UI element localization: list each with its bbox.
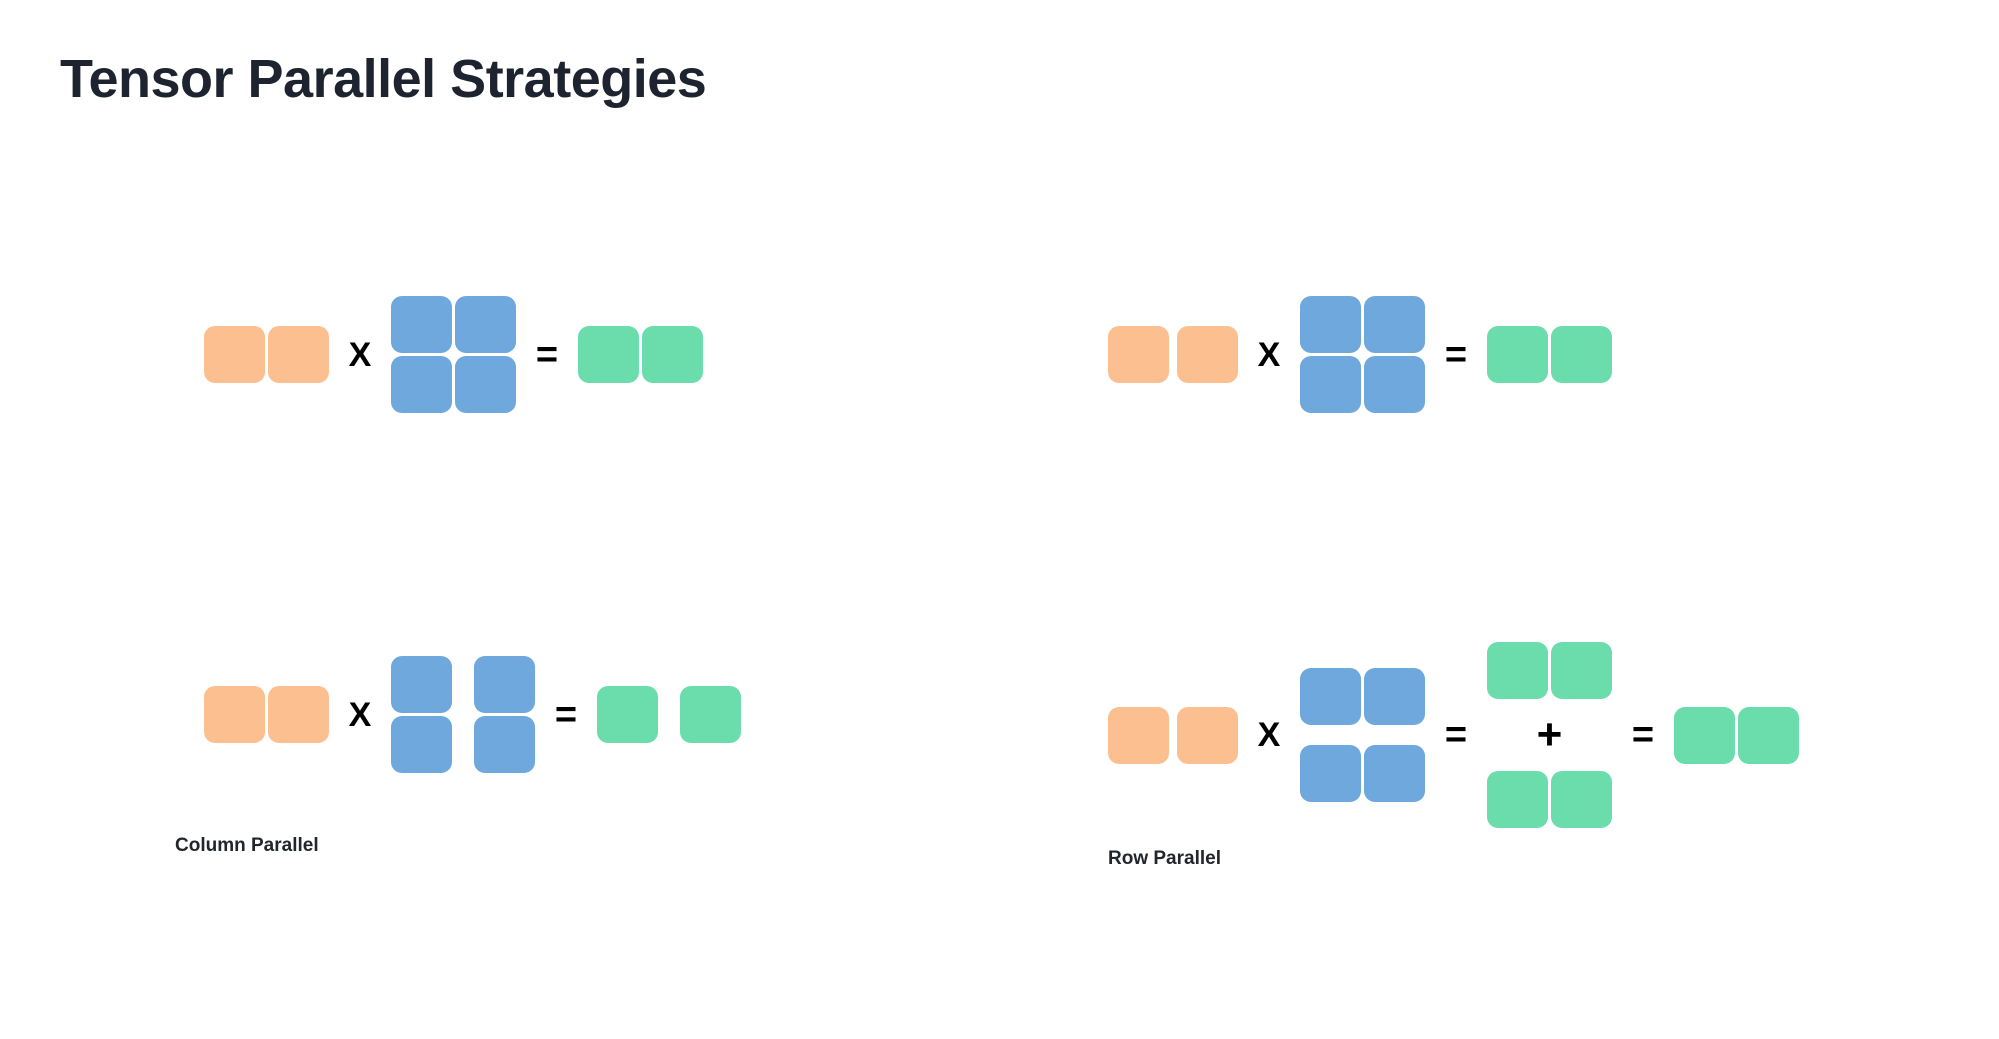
matrix-cell xyxy=(1364,356,1425,413)
matrix-row xyxy=(1300,668,1425,725)
matrix-row xyxy=(1300,296,1425,353)
matrix-row xyxy=(1108,706,1238,764)
matrix-cell xyxy=(1108,326,1169,383)
matrix-cell xyxy=(578,326,639,383)
matrix-weight-matrix xyxy=(391,296,516,413)
equals-operator: = xyxy=(1631,714,1655,756)
matrix-cell xyxy=(642,326,703,383)
matrix-cell xyxy=(204,326,265,383)
matrix-cell xyxy=(1551,642,1612,699)
matrix-row xyxy=(204,326,329,383)
matrix-cell xyxy=(1177,706,1238,764)
matrix-row xyxy=(1487,642,1612,699)
matrix-cell xyxy=(391,296,452,353)
matrix-row xyxy=(1300,745,1425,802)
equation-column-parallel-sharded: X = xyxy=(204,656,741,773)
matrix-cell xyxy=(391,356,452,413)
equation-row-parallel-full: X = xyxy=(1108,296,1612,413)
matrix-cell xyxy=(1300,668,1361,725)
matrix-cell xyxy=(1674,706,1735,764)
multiply-operator: X xyxy=(1257,335,1281,374)
panel-label-column-parallel: Column Parallel xyxy=(175,835,319,856)
matrix-weight-matrix-column-sharded xyxy=(391,656,535,773)
matrix-cell xyxy=(1487,326,1548,383)
equation-row-parallel-sharded: X = + xyxy=(1108,642,1799,828)
matrix-row xyxy=(597,686,741,743)
partial-output-sum: + xyxy=(1487,642,1612,828)
panel-label-row-parallel: Row Parallel xyxy=(1108,848,1221,869)
matrix-row xyxy=(1108,326,1238,383)
panel-row-parallel: X = X xyxy=(1000,0,1999,1039)
matrix-cell xyxy=(1364,668,1425,725)
matrix-row xyxy=(204,686,329,743)
matrix-output-activations xyxy=(1487,326,1612,383)
matrix-cell xyxy=(474,716,535,773)
matrix-cell xyxy=(1738,706,1799,764)
matrix-weight-matrix xyxy=(1300,296,1425,413)
matrix-cell xyxy=(474,656,535,713)
page-title: Tensor Parallel Strategies xyxy=(60,49,707,109)
matrix-cell xyxy=(1487,771,1548,828)
matrix-input-activations xyxy=(204,326,329,383)
matrix-cell xyxy=(268,326,329,383)
matrix-row xyxy=(391,356,516,413)
panel-column-parallel: X = X xyxy=(175,296,741,856)
matrix-partial-output-shard-0 xyxy=(1487,642,1612,699)
multiply-operator: X xyxy=(348,335,372,374)
matrix-cell xyxy=(1300,356,1361,413)
matrix-cell xyxy=(391,656,452,713)
matrix-input-activations xyxy=(204,686,329,743)
equals-operator: = xyxy=(554,693,578,736)
matrix-row xyxy=(1300,356,1425,413)
matrix-row xyxy=(391,296,516,353)
matrix-row xyxy=(1674,706,1799,764)
matrix-cell xyxy=(391,716,452,773)
plus-operator: + xyxy=(1536,710,1563,759)
matrix-partial-output-shard-1 xyxy=(1487,771,1612,828)
matrix-input-activations xyxy=(1108,706,1238,764)
equals-operator: = xyxy=(1444,714,1468,756)
matrix-cell xyxy=(1487,642,1548,699)
matrix-row xyxy=(1487,326,1612,383)
matrix-cell xyxy=(455,296,516,353)
matrix-row xyxy=(391,656,535,713)
matrix-row xyxy=(578,326,703,383)
matrix-cell xyxy=(680,686,741,743)
matrix-cell xyxy=(1300,296,1361,353)
matrix-cell xyxy=(1177,326,1238,383)
matrix-cell xyxy=(268,686,329,743)
matrix-weight-matrix-row-sharded xyxy=(1300,668,1425,802)
matrix-output-activations-reduced xyxy=(1674,706,1799,764)
equals-operator: = xyxy=(1444,333,1468,376)
matrix-input-activations xyxy=(1108,326,1238,383)
equation-column-parallel-full: X = xyxy=(204,296,703,413)
equals-operator: = xyxy=(535,333,559,376)
matrix-row xyxy=(1487,771,1612,828)
matrix-cell xyxy=(1364,745,1425,802)
matrix-output-activations xyxy=(578,326,703,383)
matrix-cell xyxy=(1364,296,1425,353)
matrix-cell xyxy=(1551,326,1612,383)
matrix-cell xyxy=(597,686,658,743)
matrix-cell xyxy=(1551,771,1612,828)
matrix-row xyxy=(391,716,535,773)
matrix-output-activations-column-sharded xyxy=(597,686,741,743)
multiply-operator: X xyxy=(1257,716,1281,754)
matrix-cell xyxy=(455,356,516,413)
matrix-cell xyxy=(204,686,265,743)
matrix-cell xyxy=(1300,745,1361,802)
matrix-cell xyxy=(1108,706,1169,764)
multiply-operator: X xyxy=(348,695,372,734)
